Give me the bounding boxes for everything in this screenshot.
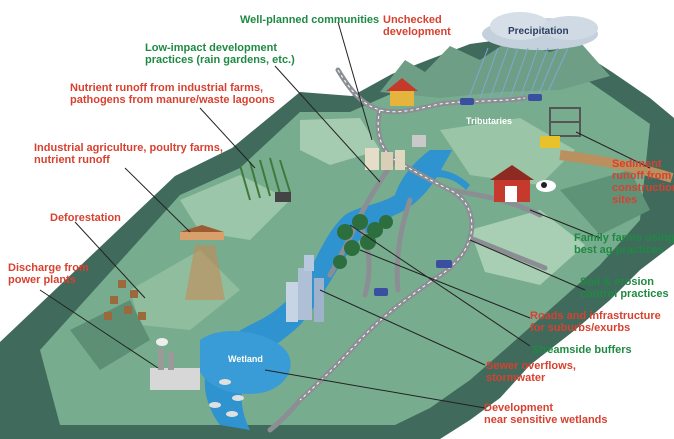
label-discharge-power-plants: Discharge from power plants (8, 262, 89, 286)
field-dark-2 (560, 170, 650, 235)
label-low-impact-development: Low-impact development practices (rain g… (145, 42, 295, 66)
tractor (275, 192, 291, 202)
field-light-1 (180, 175, 290, 240)
field-light-2 (300, 118, 380, 165)
label-streamside-buffers: Streamside buffers (532, 344, 632, 356)
construction-site (540, 107, 674, 183)
label-nutrient-runoff: Nutrient runoff from industrial farms, p… (70, 82, 275, 106)
label-tributaries: Tributaries (466, 116, 513, 126)
mountains (380, 40, 610, 98)
fish (209, 379, 244, 417)
car (436, 260, 452, 268)
barn (490, 165, 556, 202)
deforestation-stumps (104, 280, 146, 320)
label-precipitation: Precipitation (508, 26, 569, 37)
label-roads-infrastructure: Roads and infrastructure for suburbs/exu… (530, 310, 661, 334)
label-development-wetlands: Development near sensitive wetlands (484, 402, 608, 426)
wetland-pond (200, 330, 291, 394)
field-dark-1 (70, 300, 150, 370)
house-unchecked (386, 78, 418, 106)
label-wetland: Wetland (228, 354, 263, 364)
label-industrial-agriculture: Industrial agriculture, poultry farms, n… (34, 142, 223, 166)
streamside-trees (333, 214, 393, 269)
leader-lines (39, 21, 651, 409)
community-buildings (365, 135, 426, 170)
crop-field (239, 157, 291, 201)
label-unchecked-development: Unchecked development (383, 14, 451, 38)
label-sewer-overflows: Sewer overflows, stormwater (486, 360, 576, 384)
field-light-3 (440, 118, 575, 185)
road-markings (299, 69, 526, 401)
field-light-4 (470, 210, 585, 285)
poultry-farm (180, 225, 225, 300)
label-family-farms: Family farms using best ag practices (574, 232, 674, 256)
label-deforestation: Deforestation (50, 212, 121, 224)
car (374, 288, 388, 296)
car (460, 98, 474, 105)
power-plant (150, 338, 200, 390)
label-soil-erosion-control: Soil & erosion control practices (580, 276, 669, 300)
car (528, 94, 542, 101)
label-sediment-runoff: Sediment runoff from construction sites (612, 158, 674, 206)
tributary (430, 169, 470, 190)
city-towers (286, 255, 324, 322)
label-well-planned-communities: Well-planned communities (240, 14, 380, 26)
rain-streaks (467, 47, 569, 105)
